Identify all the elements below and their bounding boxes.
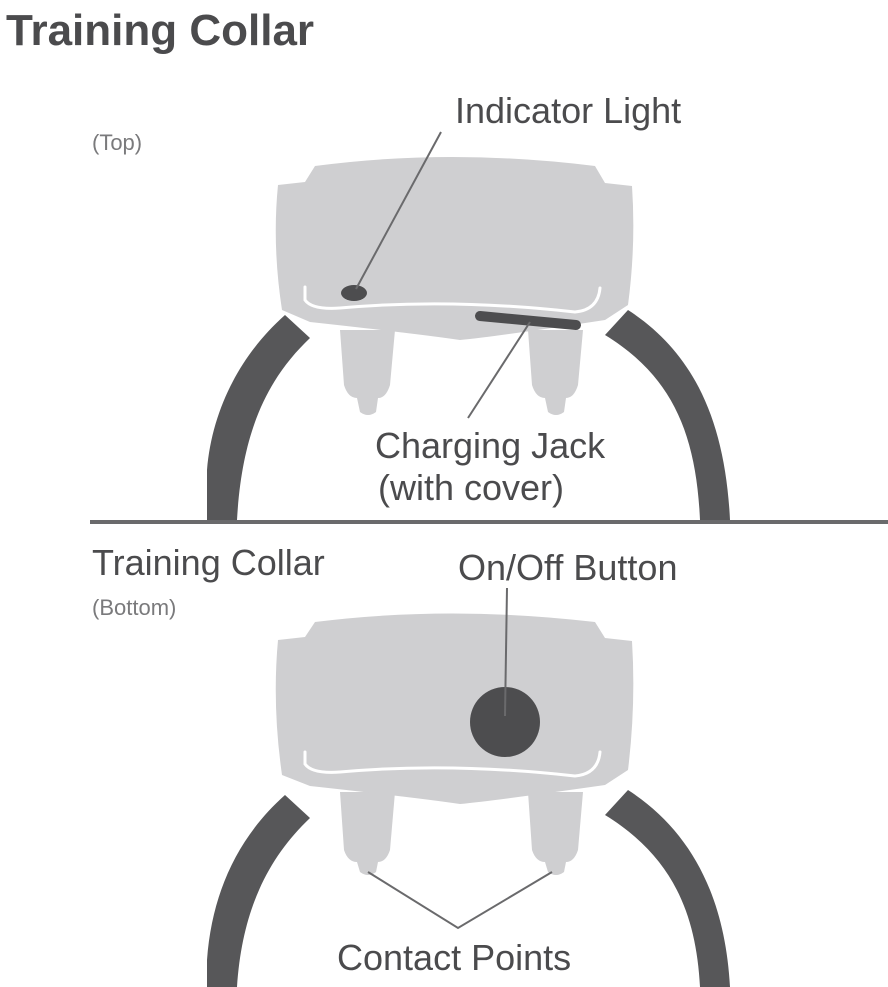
bottom-collar-body: [275, 613, 634, 804]
bottom-view-heading: Training Collar: [92, 542, 325, 583]
charging-jack-label: Charging Jack: [375, 425, 606, 466]
charging-jack-leader: [467, 321, 531, 419]
on-off-button-label: On/Off Button: [458, 547, 677, 588]
charging-jack: [475, 311, 581, 330]
bottom-right-strap: [605, 790, 730, 987]
on-off-button: [470, 687, 540, 757]
bottom-right-prong: [528, 792, 583, 875]
diagram-title: Training Collar: [6, 6, 314, 55]
indicator-light-label: Indicator Light: [455, 90, 681, 131]
bottom-view: Training Collar (Bottom) On/Off Button C…: [92, 542, 730, 987]
bottom-left-prong: [340, 792, 395, 875]
contact-points-label: Contact Points: [337, 937, 571, 978]
top-right-prong: [528, 330, 583, 415]
top-right-strap: [605, 310, 730, 520]
top-contour-line: [303, 285, 602, 314]
bottom-left-strap: [207, 795, 310, 987]
top-view: (Top) Indicator Light Charging Jack (wit…: [92, 90, 730, 520]
contact-points-leader: [367, 871, 553, 930]
indicator-light-leader: [355, 131, 442, 290]
charging-jack-sublabel: (with cover): [378, 467, 564, 508]
top-view-label: (Top): [92, 130, 142, 155]
on-off-button-leader: [504, 587, 508, 717]
top-left-prong: [340, 330, 395, 415]
top-left-strap: [207, 315, 310, 520]
bottom-contour-line: [303, 750, 602, 778]
indicator-light: [341, 285, 367, 301]
bottom-view-label: (Bottom): [92, 595, 176, 620]
